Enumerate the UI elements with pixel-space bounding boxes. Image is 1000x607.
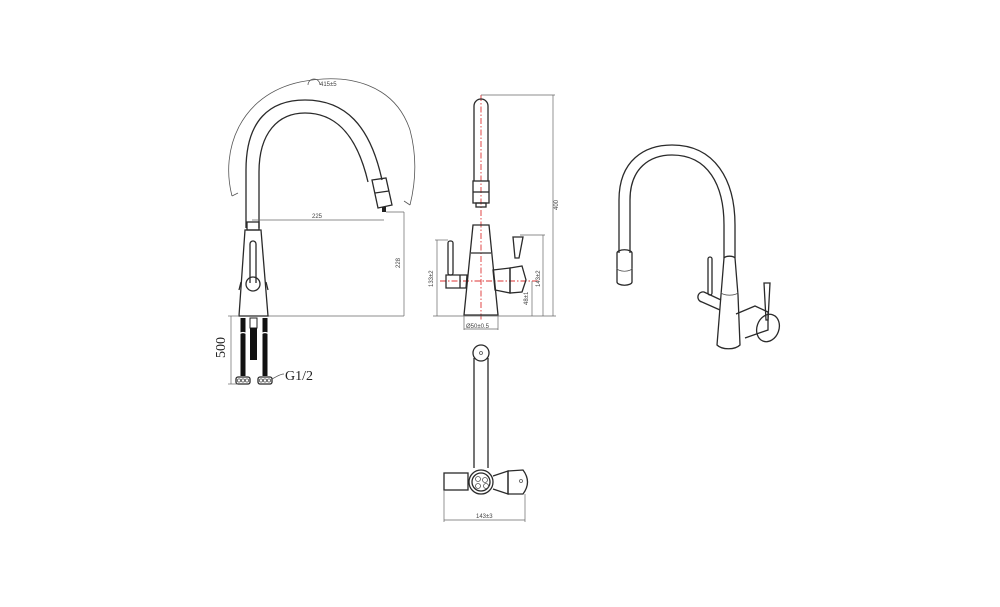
spout-outer bbox=[245, 99, 383, 228]
mixer-lever bbox=[512, 236, 524, 259]
thread-label: G1/2 bbox=[285, 369, 313, 384]
iso-mixer-lever bbox=[763, 282, 771, 321]
filter-lever bbox=[447, 240, 454, 276]
mixer-handle bbox=[509, 265, 527, 294]
arc-symbol-icon bbox=[307, 78, 321, 86]
iso-spray-head bbox=[616, 249, 633, 286]
spout-inner bbox=[258, 112, 369, 228]
left-lever-label: 133±2 bbox=[429, 270, 435, 287]
hose-nut-left bbox=[235, 376, 251, 385]
arc-dimension bbox=[228, 78, 416, 206]
front-spout bbox=[473, 98, 489, 181]
hose-length-label: 500 bbox=[214, 337, 229, 358]
arc-label: 415±5 bbox=[320, 82, 337, 88]
iso-spout-outer bbox=[618, 144, 736, 258]
front-view: 400 133±2 143±2 48±1 Ø50±0.5 bbox=[429, 94, 560, 330]
reach-label: 225 bbox=[312, 214, 323, 220]
mounting-rod bbox=[250, 328, 257, 360]
top-width-label: 143±3 bbox=[476, 514, 493, 520]
lever bbox=[249, 240, 257, 283]
total-height-label: 400 bbox=[554, 199, 560, 210]
spray-head bbox=[371, 177, 393, 209]
outlet-label: 48±1 bbox=[524, 291, 530, 305]
iso-mixer-knob bbox=[755, 313, 781, 343]
top-mixer-handle bbox=[507, 469, 529, 495]
front-body bbox=[463, 224, 499, 316]
hose-nut-right bbox=[257, 376, 273, 385]
iso-filter-lever bbox=[707, 256, 713, 296]
iso-filter-lever-base bbox=[697, 291, 722, 311]
iso-body bbox=[716, 255, 741, 350]
spout-height-label: 228 bbox=[396, 257, 402, 268]
side-view: 415±5 225 228 bbox=[214, 78, 416, 385]
isometric-view bbox=[616, 144, 781, 350]
base-diameter-label: Ø50±0.5 bbox=[466, 324, 490, 330]
faucet-body bbox=[238, 229, 269, 317]
top-view: 143±3 bbox=[443, 344, 529, 522]
iso-spout-inner bbox=[629, 154, 725, 258]
right-lever-label: 143±2 bbox=[536, 270, 542, 287]
